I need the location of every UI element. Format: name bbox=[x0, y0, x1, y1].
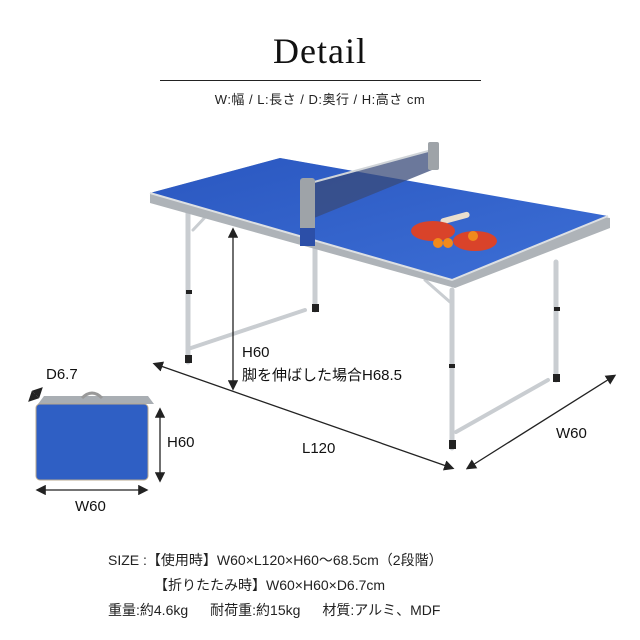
spec-size-row: SIZE :【使用時】W60×L120×H60〜68.5cm（2段階） bbox=[108, 548, 443, 573]
spec-folded: 【折りたたみ時】W60×H60×D6.7cm bbox=[154, 577, 386, 593]
paddles-and-balls bbox=[411, 211, 497, 251]
spec-material: 材質:アルミ、MDF bbox=[322, 602, 441, 618]
net bbox=[300, 142, 439, 246]
spec-in-use: 【使用時】W60×L120×H60〜68.5cm（2段階） bbox=[146, 552, 443, 568]
height-label: H60 bbox=[242, 344, 270, 361]
folded-height-label: H60 bbox=[167, 434, 195, 451]
folded-depth-label: D6.7 bbox=[46, 366, 78, 383]
specifications: SIZE :【使用時】W60×L120×H60〜68.5cm（2段階） 【折りた… bbox=[108, 548, 443, 623]
spec-folded-row: 【折りたたみ時】W60×H60×D6.7cm bbox=[108, 573, 443, 598]
spec-weight: 重量:約4.6kg bbox=[108, 602, 189, 618]
spec-load: 耐荷重:約15kg bbox=[210, 602, 301, 618]
spec-weight-row: 重量:約4.6kg 耐荷重:約15kg 材質:アルミ、MDF bbox=[108, 598, 443, 623]
dimension-arrows bbox=[152, 227, 617, 471]
width-label: W60 bbox=[556, 425, 587, 442]
page-title: Detail bbox=[273, 31, 367, 71]
length-label: L120 bbox=[302, 440, 336, 457]
folded-table bbox=[35, 391, 154, 481]
title-divider bbox=[160, 80, 481, 81]
table-top bbox=[149, 158, 610, 288]
spec-size-prefix: SIZE : bbox=[108, 552, 147, 568]
folded-width-label: W60 bbox=[75, 498, 106, 515]
dimension-legend: W:幅 / L:長さ / D:奥行 / H:高さ cm bbox=[214, 92, 426, 107]
extended-height-label: 脚を伸ばした場合H68.5 bbox=[242, 367, 403, 384]
